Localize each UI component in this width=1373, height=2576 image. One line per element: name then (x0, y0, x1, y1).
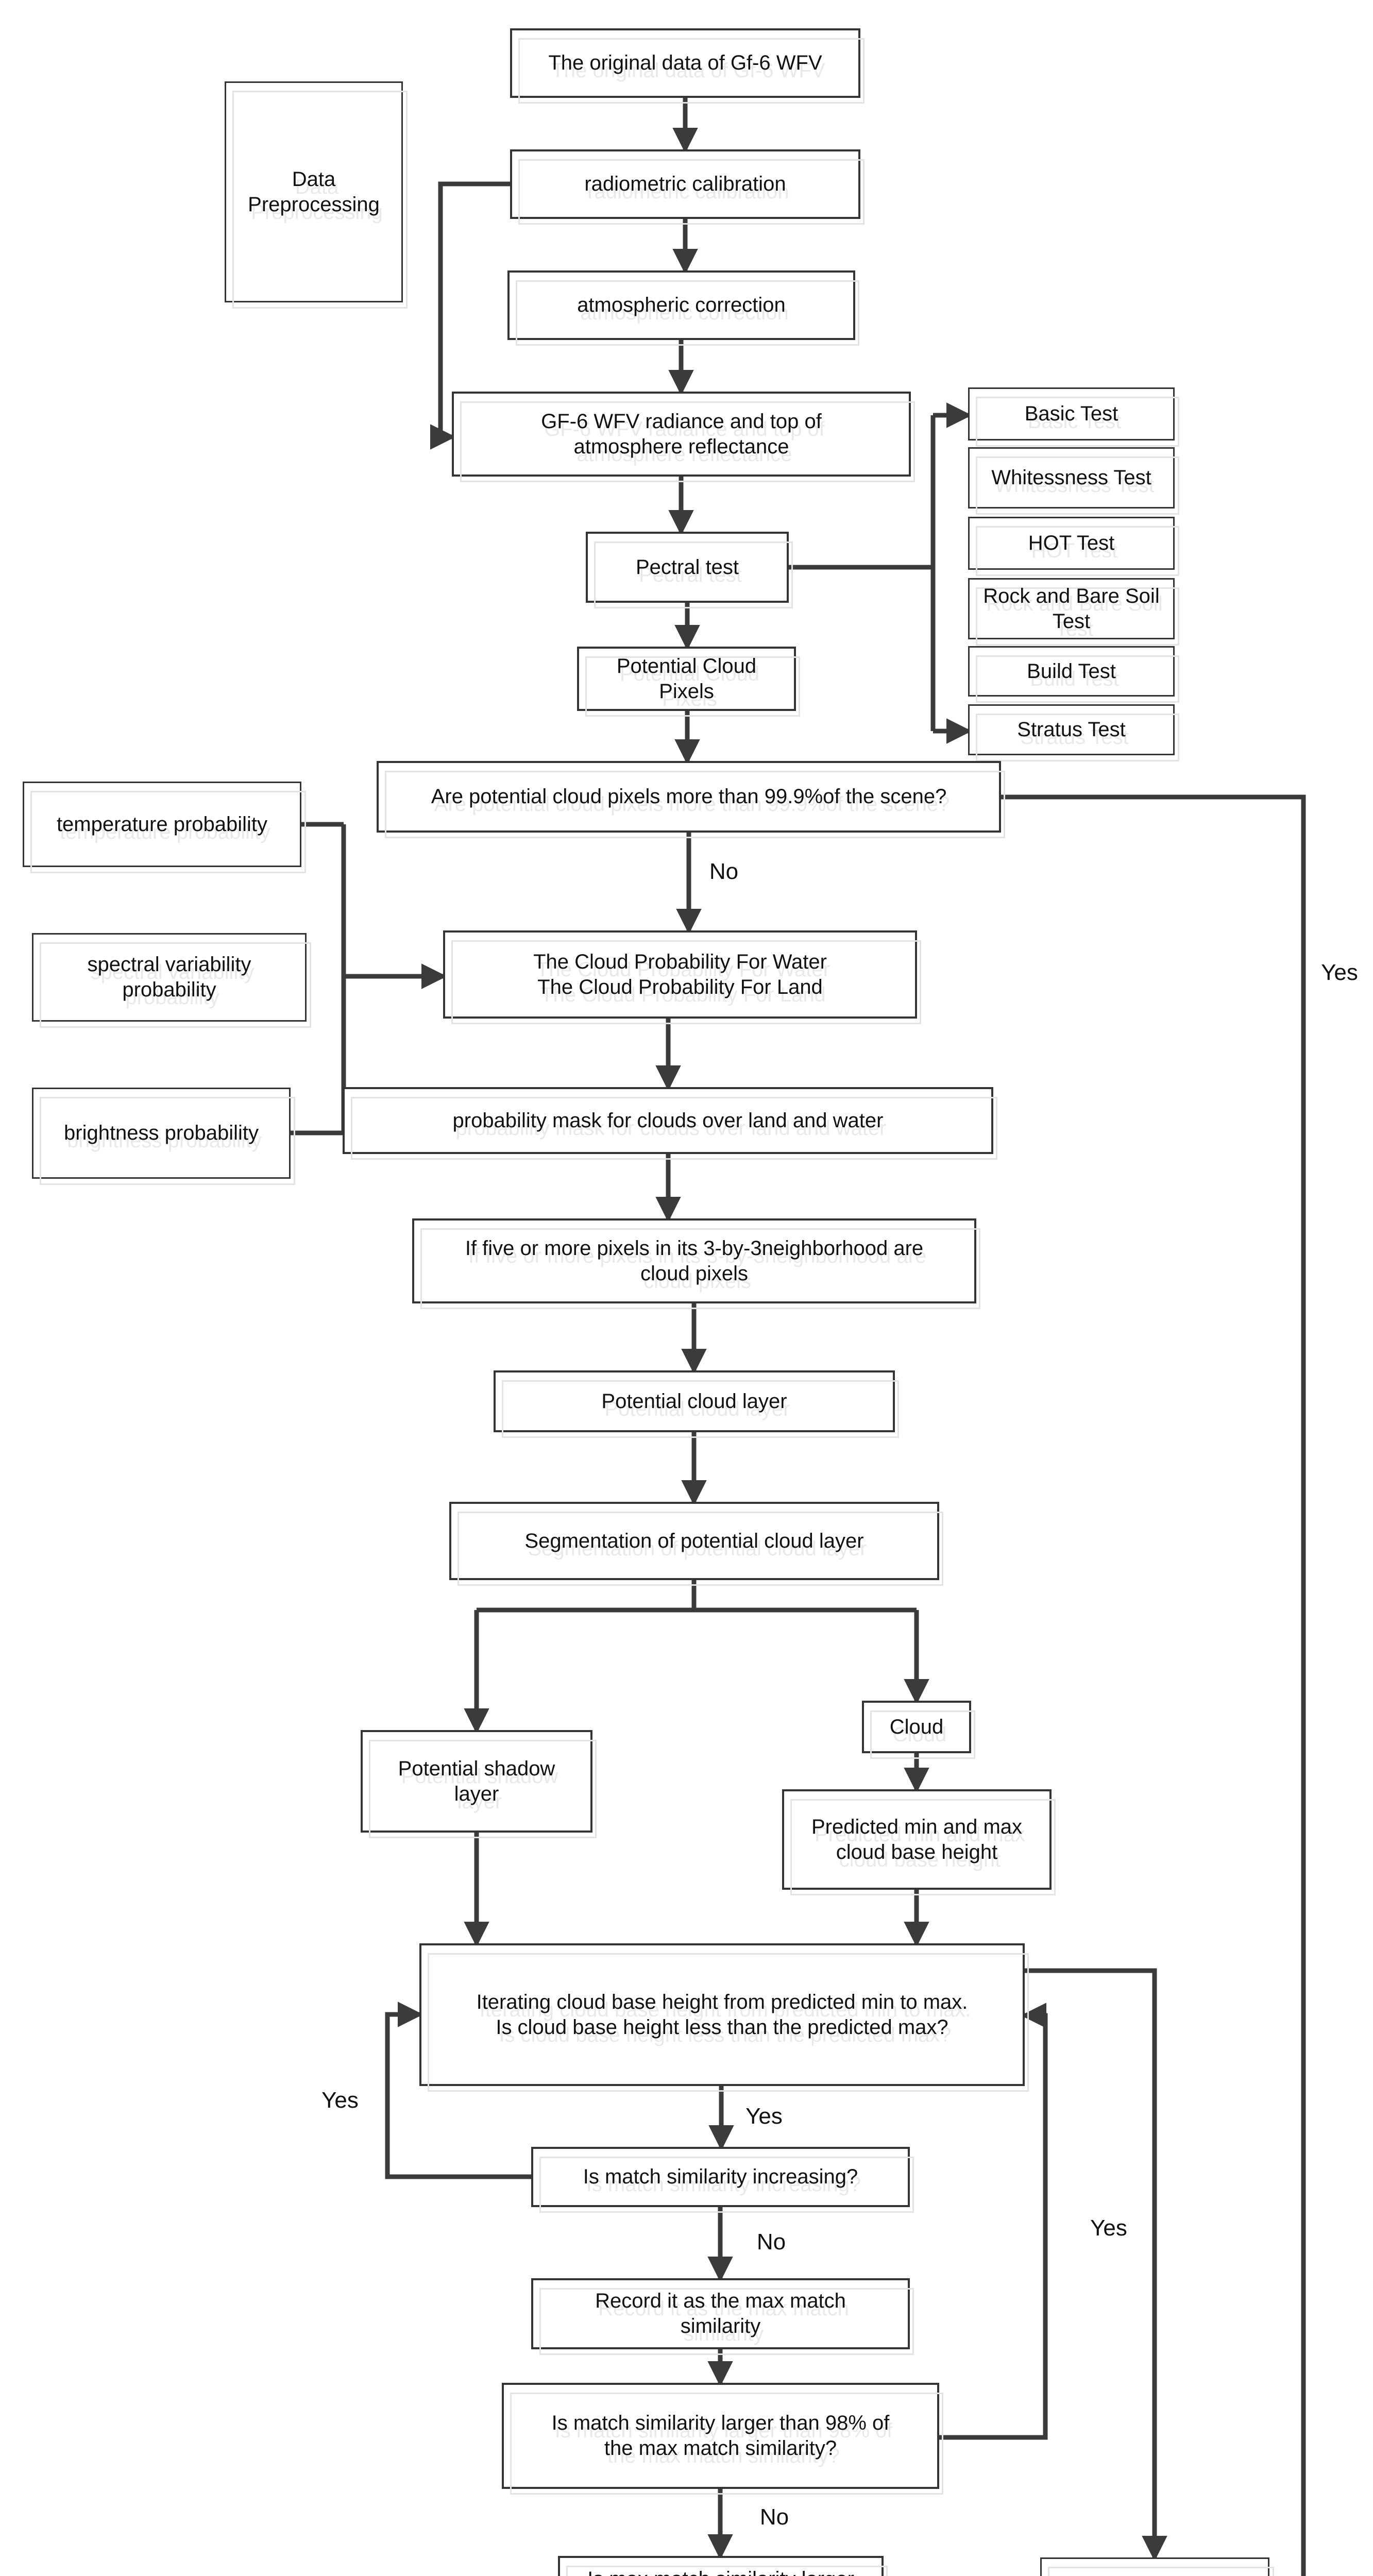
node-label: radiometric calibration (584, 173, 786, 196)
node-label: Whitessness Test (991, 466, 1151, 489)
node-label: Record it as the max match (595, 2290, 846, 2313)
node-scene-decision: Are potential cloud pixels more than 99.… (377, 761, 1005, 838)
edge-scene-yes-to-final (1001, 794, 1306, 2576)
node-data-preprocessing: Data Preprocessing (225, 81, 408, 309)
node-label: Is cloud base height less than the predi… (496, 2015, 948, 2039)
node-label: Stratus Test (1017, 718, 1126, 741)
node-larger-030-decision: Is max match similarity larger than 0.30… (558, 2556, 888, 2576)
node-label: Build Test (1027, 659, 1116, 683)
node-label: cloud pixels (640, 1262, 748, 1285)
node-label: Potential cloud layer (601, 1389, 787, 1413)
node-brightness-probability: brightness probability (32, 1088, 295, 1185)
edge-label-left-loop-yes: Yes (321, 2088, 359, 2113)
node-label: temperature probability (56, 812, 268, 836)
node-label: The original data of Gf-6 WFV (548, 52, 822, 75)
node-label: Is match similarity larger than 98% of (551, 2412, 890, 2435)
node-segmentation: Segmentation of potential cloud layer (449, 1502, 943, 1586)
node-neighborhood-rule: If five or more pixels in its 3-by-3neig… (412, 1218, 980, 1309)
node-cloud: Cloud (862, 1701, 975, 1759)
node-label: cloud base height (836, 1840, 998, 1863)
edge-label-iterating-yes: Yes (745, 2104, 783, 2129)
node-label: The Cloud Probability For Water (533, 950, 827, 973)
node-radiometric-calibration: radiometric calibration (510, 149, 865, 225)
node-whitessness-test: Whitessness Test (968, 447, 1179, 515)
edge-label-increasing-no: No (756, 2229, 786, 2255)
node-label: Rock and Bare Soil (983, 584, 1160, 607)
node-label: Pixels (659, 680, 714, 703)
node-label: atmospheric correction (577, 294, 786, 317)
edge-label-right-loop-yes: Yes (1090, 2215, 1127, 2241)
node-rock-bare-soil-test: Rock and Bare Soil Test (968, 578, 1179, 646)
node-label: The Cloud Probability For Land (537, 975, 823, 998)
node-iterating-decision: Iterating cloud base height from predict… (419, 1943, 1029, 2092)
edge-iterating-to-nomatched (1025, 1968, 1167, 2562)
node-record-max-similarity: Record it as the max match similarity (531, 2278, 914, 2355)
node-larger-98-decision: Is match similarity larger than 98% of t… (502, 2383, 943, 2495)
node-label: brightness probability (64, 1122, 259, 1145)
node-potential-shadow-layer: Potential shadow layer (361, 1730, 597, 1838)
node-potential-cloud-pixels: Potential Cloud Pixels (577, 647, 800, 717)
node-label: Potential Cloud (616, 654, 757, 677)
edge-left-loop-yes (385, 2002, 531, 2179)
node-label: Basic Test (1024, 402, 1118, 426)
node-basic-test: Basic Test (968, 387, 1179, 447)
node-label: Data (292, 167, 336, 191)
node-original-data: The original data of Gf-6 WFV (510, 28, 865, 104)
node-pectral-test: Pectral test (586, 532, 793, 608)
node-temperature-probability: temperature probability (23, 782, 306, 873)
edge-label-scene-yes: Yes (1321, 960, 1358, 985)
node-label: Segmentation of potential cloud layer (524, 1529, 864, 1552)
node-atmospheric-correction: atmospheric correction (507, 270, 859, 346)
node-label: Test (1052, 609, 1091, 633)
node-label: Is max match similarity larger (587, 2567, 854, 2576)
node-label: layer (454, 1782, 499, 1805)
node-label: Is match similarity increasing? (583, 2165, 858, 2189)
node-cloud-probability: The Cloud Probability For Water The Clou… (443, 930, 921, 1024)
node-label: GF-6 WFV radiance and top of (541, 410, 822, 433)
node-build-test: Build Test (968, 646, 1179, 703)
node-label: HOT Test (1028, 532, 1115, 555)
node-match-increasing-decision: Is match similarity increasing? (531, 2147, 914, 2213)
node-label: If five or more pixels in its 3-by-3neig… (465, 1236, 924, 1260)
node-label: Iterating cloud base height from predict… (476, 1990, 968, 2013)
node-label: Pectral test (635, 555, 739, 579)
node-label: the max match similarity? (604, 2437, 837, 2460)
node-label: spectral variability (87, 953, 251, 976)
node-label: Are potential cloud pixels more than 99.… (431, 785, 947, 808)
node-label: Potential shadow (398, 1757, 555, 1780)
edge-label-scene-no: No (709, 859, 739, 884)
edge-preprocessing-loop (430, 181, 510, 450)
node-label: Cloud (889, 1715, 944, 1738)
node-label: probability mask for clouds over land an… (452, 1109, 884, 1132)
node-predicted-minmax-height: Predicted min and max cloud base height (782, 1789, 1056, 1895)
node-stratus-test: Stratus Test (968, 704, 1179, 761)
node-label: atmosphere reflectance (573, 435, 789, 458)
node-label: Preprocessing (248, 193, 380, 216)
node-label: Predicted min and max (811, 1815, 1023, 1838)
node-spectral-variability-probability: spectral variability probability (32, 933, 311, 1028)
edge-label-98-no: No (759, 2504, 789, 2530)
node-gf6-radiance: GF-6 WFV radiance and top of atmosphere … (452, 392, 915, 482)
node-no-matched-shadows: No matched cloud shadows (1040, 2557, 1274, 2576)
edge-right-loop-yes (939, 2003, 1048, 2440)
node-hot-test: HOT Test (968, 517, 1179, 576)
node-probability-mask: probability mask for clouds over land an… (343, 1087, 997, 1160)
node-label: probability (122, 978, 216, 1001)
node-potential-cloud-layer: Potential cloud layer (494, 1370, 899, 1438)
node-label: similarity (680, 2315, 761, 2337)
